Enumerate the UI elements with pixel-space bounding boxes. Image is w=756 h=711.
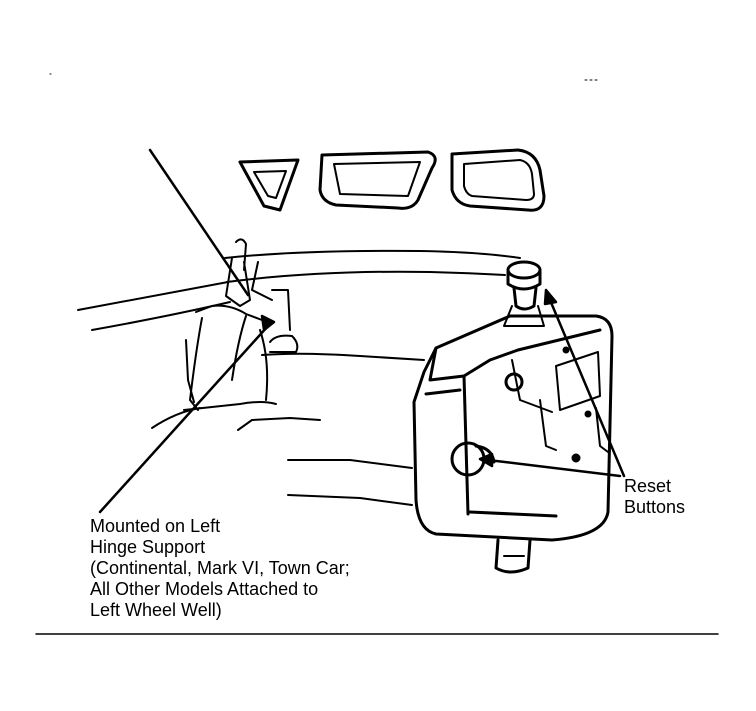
label-line: All Other Models Attached to xyxy=(90,579,319,599)
reset-buttons-label: Reset Buttons xyxy=(624,476,685,518)
hinge-support-label: Mounted on Left Hinge Support (Continent… xyxy=(90,516,350,621)
reset-leader-lines xyxy=(478,288,626,478)
label-line: Left Wheel Well) xyxy=(90,600,222,620)
label-line: (Continental, Mark VI, Town Car; xyxy=(90,558,350,578)
scan-specks xyxy=(49,73,599,81)
trunk-structure xyxy=(77,238,521,506)
reset-module xyxy=(412,260,614,574)
hinge-leader-line xyxy=(98,148,276,514)
label-line: Hinge Support xyxy=(90,537,206,557)
label-line: Mounted on Left xyxy=(90,516,221,536)
label-line: Buttons xyxy=(624,497,686,517)
label-line: Reset xyxy=(624,476,672,496)
vent-shapes xyxy=(238,148,546,212)
